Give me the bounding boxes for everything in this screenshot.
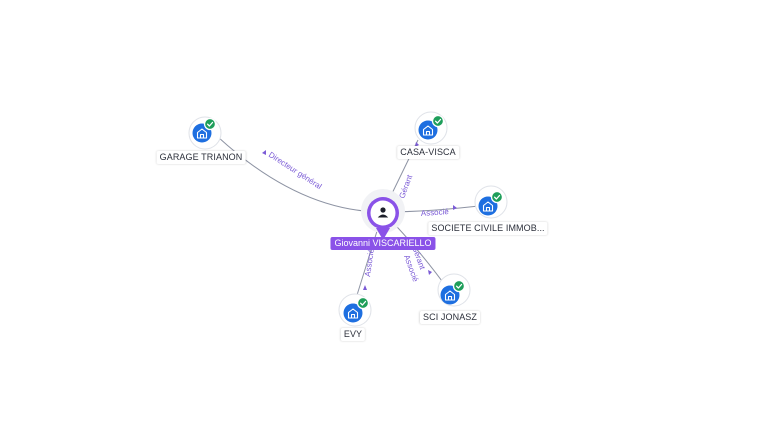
verified-check-icon [452, 279, 466, 293]
company-node-societe[interactable] [474, 185, 508, 219]
building-icon [347, 308, 359, 319]
verified-check-icon [490, 190, 504, 204]
company-label-jonasz[interactable]: SCI JONASZ [419, 311, 481, 324]
company-label-societe[interactable]: SOCIETE CIVILE IMMOB... [428, 222, 548, 235]
building-icon [422, 125, 434, 136]
person-node[interactable] [361, 189, 405, 240]
relation-label-societe: Associé [421, 207, 450, 218]
company-node-jonasz[interactable] [437, 273, 471, 307]
building-icon [444, 290, 456, 301]
verified-check-icon [203, 117, 217, 131]
verified-check-icon [356, 296, 370, 310]
building-icon [482, 201, 494, 212]
building-icon [196, 128, 208, 139]
person-name-label[interactable]: Giovanni VISCARIELLO [330, 237, 436, 250]
relation-label-garage: Directeur général [267, 150, 324, 191]
company-label-evy[interactable]: EVY [340, 328, 366, 341]
company-label-garage[interactable]: GARAGE TRIANON [156, 151, 246, 164]
person-icon [377, 207, 389, 218]
company-node-casa[interactable] [414, 111, 448, 145]
company-node-evy[interactable] [338, 293, 372, 327]
verified-check-icon [431, 114, 445, 128]
arrow-societe-icon [453, 205, 457, 210]
arrow-jonasz-icon [428, 270, 432, 275]
arrow-casa-icon [415, 142, 419, 147]
arrow-evy-icon [363, 285, 367, 290]
company-label-casa[interactable]: CASA-VISCA [397, 146, 459, 159]
arrow-garage-icon [262, 150, 266, 155]
company-node-garage[interactable] [188, 116, 222, 150]
relation-label-evy: Associé [363, 248, 376, 278]
